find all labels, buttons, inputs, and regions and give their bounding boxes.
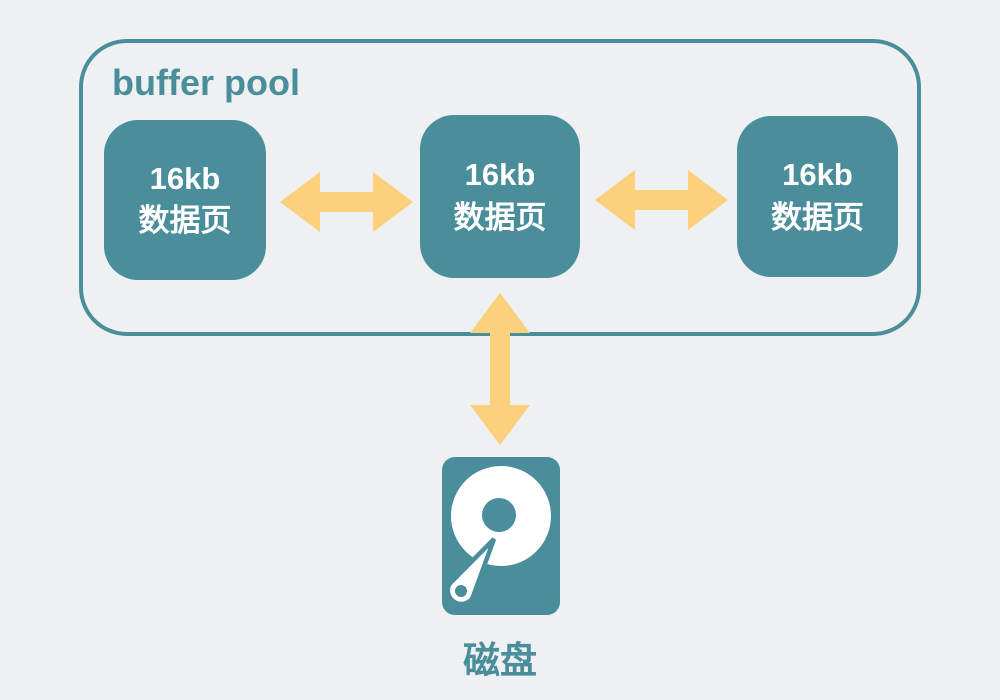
data-page-3-label: 数据页 — [771, 199, 864, 235]
hard-disk-icon — [442, 457, 560, 615]
data-page-box-3: 16kb 数据页 — [737, 116, 898, 277]
arrow-page1-page2-icon — [280, 172, 413, 232]
data-page-box-2: 16kb 数据页 — [420, 115, 580, 278]
arrow-pool-disk-icon — [470, 293, 530, 445]
data-page-2-size: 16kb — [464, 157, 536, 193]
disk-label: 磁盘 — [463, 640, 537, 681]
data-page-2-label: 数据页 — [453, 199, 547, 235]
arrow-page2-page3-icon — [595, 170, 728, 230]
data-page-3-size: 16kb — [782, 157, 853, 193]
buffer-pool-title: buffer pool — [112, 62, 300, 103]
data-page-1-size: 16kb — [149, 160, 221, 196]
data-page-1-label: 数据页 — [138, 203, 232, 238]
data-page-box-1: 16kb 数据页 — [104, 120, 266, 280]
